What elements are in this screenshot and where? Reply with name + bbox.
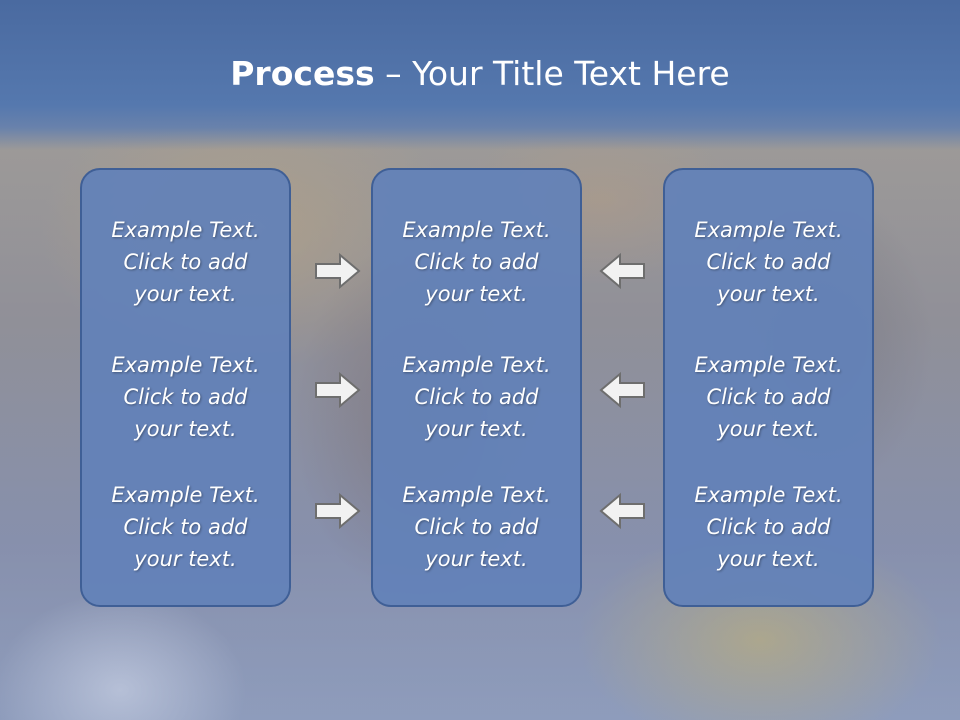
process-panel-center[interactable]: Example Text. Click to add your text. Ex… [371, 168, 582, 607]
title-bar [0, 0, 960, 150]
text-line: your text. [717, 417, 820, 441]
text-line: Example Text. [402, 353, 551, 377]
text-line: Example Text. [111, 483, 260, 507]
text-line: Click to add [706, 515, 831, 539]
text-line: Click to add [123, 515, 248, 539]
process-panel-right[interactable]: Example Text. Click to add your text. Ex… [663, 168, 874, 607]
process-panel-left[interactable]: Example Text. Click to add your text. Ex… [80, 168, 291, 607]
arrow-right-icon [315, 252, 361, 290]
panel-text-box[interactable]: Example Text. Click to add your text. [373, 479, 580, 575]
panel-text-box[interactable]: Example Text. Click to add your text. [82, 214, 289, 310]
text-line: Example Text. [694, 353, 843, 377]
panel-text-box[interactable]: Example Text. Click to add your text. [665, 479, 872, 575]
text-line: Example Text. [111, 218, 260, 242]
panel-text-box[interactable]: Example Text. Click to add your text. [82, 349, 289, 445]
text-line: Example Text. [694, 483, 843, 507]
text-line: Click to add [414, 250, 539, 274]
slide-title[interactable]: Process – Your Title Text Here [0, 52, 960, 96]
text-line: Click to add [414, 385, 539, 409]
text-line: your text. [717, 282, 820, 306]
text-line: your text. [717, 547, 820, 571]
text-line: Click to add [414, 515, 539, 539]
text-line: Click to add [706, 250, 831, 274]
text-line: Example Text. [694, 218, 843, 242]
text-line: Click to add [706, 385, 831, 409]
panel-text-box[interactable]: Example Text. Click to add your text. [82, 479, 289, 575]
panel-text-box[interactable]: Example Text. Click to add your text. [373, 214, 580, 310]
text-line: your text. [134, 417, 237, 441]
text-line: Example Text. [402, 218, 551, 242]
text-line: Click to add [123, 385, 248, 409]
title-bold: Process [230, 54, 375, 93]
text-line: your text. [134, 282, 237, 306]
panel-text-box[interactable]: Example Text. Click to add your text. [665, 349, 872, 445]
arrow-left-icon [599, 371, 645, 409]
arrow-left-icon [599, 492, 645, 530]
text-line: Example Text. [402, 483, 551, 507]
text-line: your text. [425, 282, 528, 306]
text-line: Click to add [123, 250, 248, 274]
text-line: your text. [425, 417, 528, 441]
text-line: Example Text. [111, 353, 260, 377]
arrow-right-icon [315, 371, 361, 409]
panel-text-box[interactable]: Example Text. Click to add your text. [373, 349, 580, 445]
arrow-right-icon [315, 492, 361, 530]
panel-text-box[interactable]: Example Text. Click to add your text. [665, 214, 872, 310]
arrow-left-icon [599, 252, 645, 290]
text-line: your text. [425, 547, 528, 571]
text-line: your text. [134, 547, 237, 571]
title-rest: – Your Title Text Here [374, 54, 730, 93]
